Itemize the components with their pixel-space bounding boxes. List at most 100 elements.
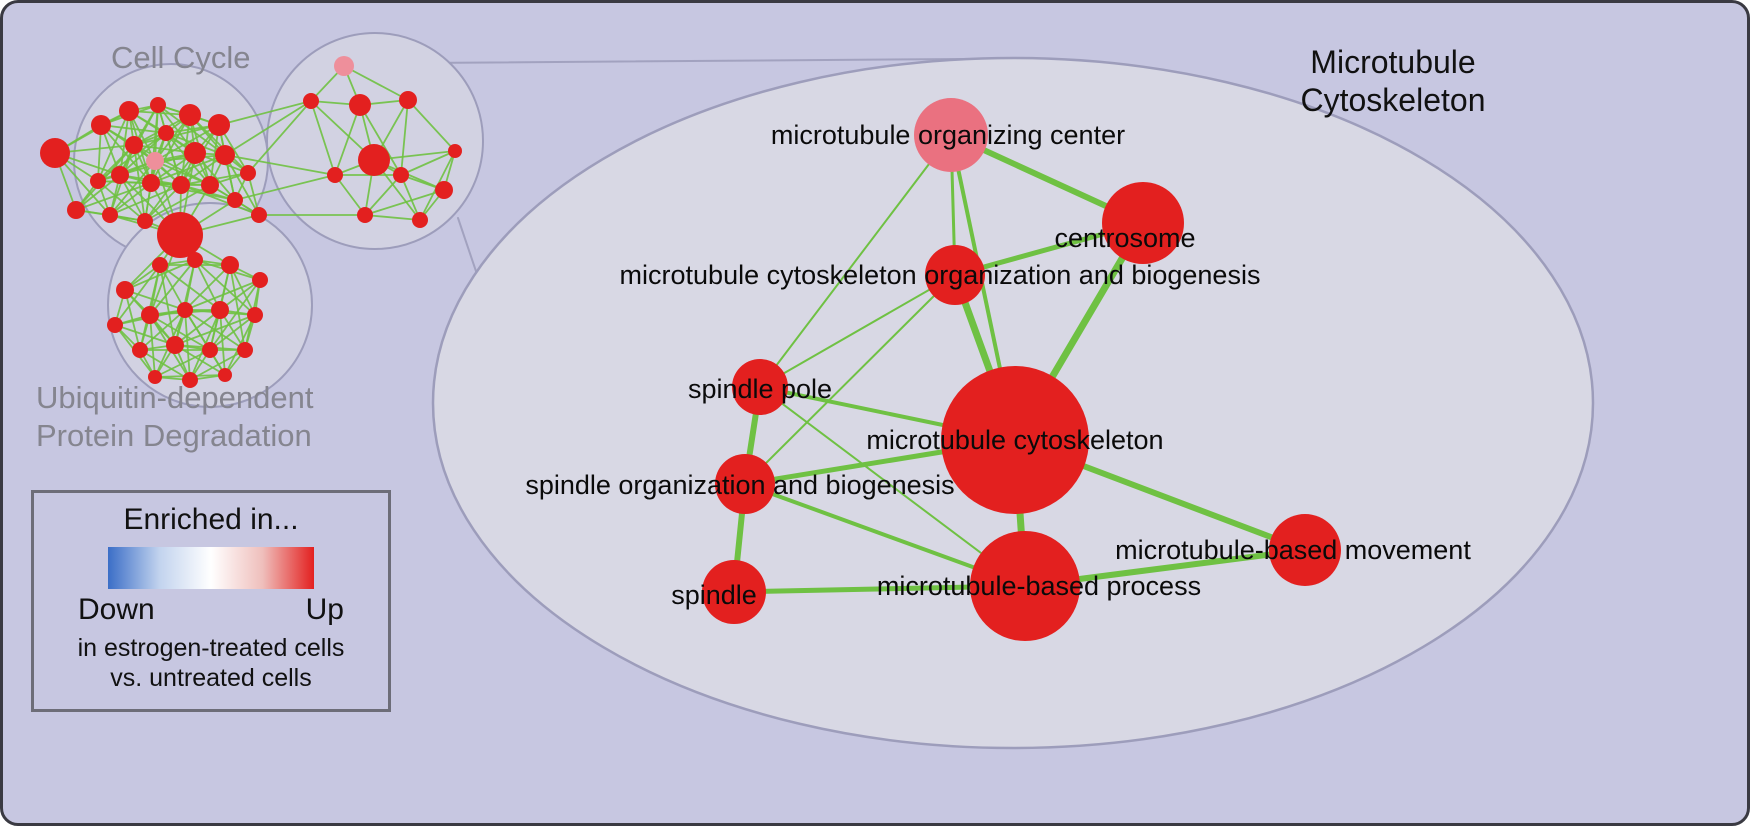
- overview-node: [67, 201, 85, 219]
- node-label-spindle: spindle: [671, 580, 757, 610]
- legend-caption-line1: in estrogen-treated cells: [77, 634, 345, 662]
- overview-edge: [229, 264, 256, 316]
- overview-node: [218, 368, 232, 382]
- overview-node: [111, 166, 129, 184]
- overview-node: [358, 144, 390, 176]
- overview-node: [221, 256, 239, 274]
- cluster-label-ubiquitin: Ubiquitin-dependent Protein Degradation: [36, 379, 314, 455]
- overview-edge: [119, 132, 167, 176]
- overview-edge: [159, 264, 176, 346]
- overview-edge: [209, 314, 256, 351]
- overview-node: [172, 176, 190, 194]
- legend-caption-line2: vs. untreated cells: [110, 664, 312, 692]
- overview-node: [349, 94, 371, 116]
- overview-edge: [97, 180, 146, 222]
- overview-edge: [334, 104, 361, 176]
- overview-edge: [364, 189, 445, 216]
- overview-node: [102, 207, 118, 223]
- overview-node: [119, 101, 139, 121]
- overview-node: [412, 212, 428, 228]
- edge-org_bio-spindle_org: [744, 274, 956, 485]
- overview-node: [179, 104, 201, 126]
- overview-edge: [149, 259, 196, 316]
- node-moc: [914, 98, 988, 172]
- overview-node: [187, 252, 203, 268]
- legend-end-labels: Down Up: [34, 589, 388, 627]
- overview-node: [208, 114, 230, 136]
- overview-edge: [139, 349, 191, 381]
- legend-down-label: Down: [78, 593, 155, 626]
- node-mt_cyto: [941, 366, 1089, 514]
- overview-edge: [407, 99, 456, 152]
- overview-node: [303, 93, 319, 109]
- overview-edge: [310, 100, 336, 176]
- node-spindle_pole: [732, 359, 788, 415]
- overview-node: [334, 56, 354, 76]
- overview-edge: [165, 132, 182, 186]
- overview-edge: [180, 184, 260, 216]
- overview-edge: [154, 124, 220, 162]
- overview-node: [448, 144, 462, 158]
- overview-edge: [114, 264, 161, 326]
- overview-node: [399, 91, 417, 109]
- legend: Enriched in... Down Up in estrogen-treat…: [31, 490, 391, 712]
- overview-node: [215, 145, 235, 165]
- overview-node: [166, 336, 184, 354]
- overview-edge: [149, 314, 156, 378]
- overview-edge: [194, 259, 221, 311]
- node-label-movement: microtubule-based movement: [1115, 535, 1471, 565]
- node-label-spindle_pole: spindle pole: [688, 374, 832, 404]
- overview-node: [327, 167, 343, 183]
- overview-node: [211, 301, 229, 319]
- overview-edge: [400, 150, 456, 176]
- overview-node: [142, 174, 160, 192]
- edge-spindle_pole-process: [759, 386, 1026, 587]
- overview-edge: [133, 124, 220, 146]
- legend-gradient-bar: [108, 547, 314, 589]
- overview-node: [227, 192, 243, 208]
- overview-edge: [97, 180, 182, 186]
- overview-node: [137, 213, 153, 229]
- overview-node: [251, 207, 267, 223]
- overview-edge: [97, 110, 130, 182]
- overview-edge: [343, 65, 409, 101]
- overview-node: [393, 167, 409, 183]
- overview-node: [125, 136, 143, 154]
- edge-moc-spindle_pole: [759, 134, 952, 388]
- overview-node: [141, 306, 159, 324]
- node-org_bio: [925, 245, 985, 305]
- zoom-cluster-title-line1: Microtubule: [1310, 44, 1476, 80]
- overview-edge: [139, 309, 186, 351]
- overview-edge: [209, 279, 261, 351]
- node-spindle: [702, 560, 766, 624]
- cluster-label-ubiquitin-line1: Ubiquitin-dependent: [36, 380, 314, 415]
- overview-edge: [234, 174, 336, 201]
- overview-edge: [359, 104, 402, 176]
- cluster-label-cell-cycle: Cell Cycle: [111, 40, 251, 75]
- network-canvas: microtubule organizing centercentrosomem…: [40, 32, 1595, 750]
- node-movement: [1269, 514, 1341, 586]
- node-process: [970, 531, 1080, 641]
- overview-node: [357, 207, 373, 223]
- edge-org_bio-spindle_pole: [759, 274, 956, 388]
- overview-edge: [109, 184, 182, 216]
- overview-node: [201, 176, 219, 194]
- overview-edge: [150, 154, 226, 184]
- overview-node: [148, 370, 162, 384]
- overview-node: [158, 125, 174, 141]
- node-spindle_org: [715, 454, 775, 514]
- overview-node: [152, 257, 168, 273]
- overview-node: [247, 307, 263, 323]
- overview-node: [202, 342, 218, 358]
- overview-edge: [364, 214, 421, 221]
- overview-edge: [334, 174, 366, 216]
- overview-node: [107, 317, 123, 333]
- overview-node: [150, 97, 166, 113]
- overview-edge: [144, 184, 211, 222]
- overview-edge: [174, 314, 256, 346]
- overview-edge: [400, 99, 409, 176]
- overview-node: [91, 115, 111, 135]
- overview-node: [116, 281, 134, 299]
- node-label-process: microtubule-based process: [877, 571, 1201, 601]
